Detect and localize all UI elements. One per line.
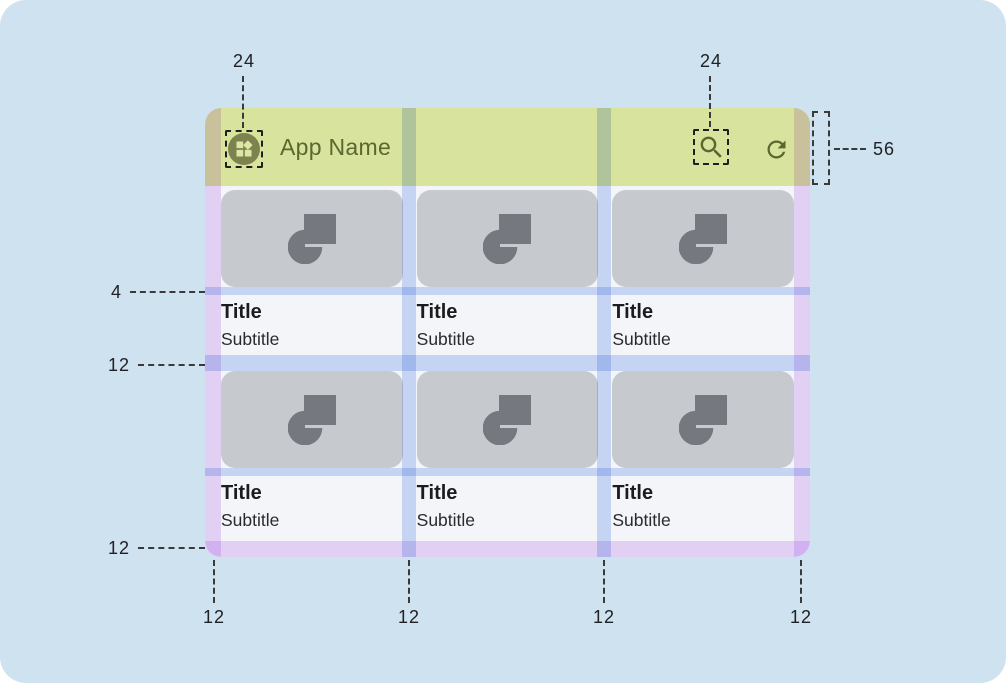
logo-measure-box [225,130,263,168]
card-subtitle: Subtitle [416,329,476,349]
image-placeholder-icon [483,394,532,445]
card[interactable]: Title Subtitle [416,190,599,355]
widgets-icon [228,133,260,165]
card-image-placeholder [416,371,599,468]
leader-line [834,148,866,150]
card-title: Title [612,482,654,504]
annotation-bottom-margin-left: 12 [107,538,130,558]
leader-line [800,560,802,603]
margin-overlay-bottom [205,541,810,557]
search-icon[interactable] [697,133,726,162]
image-placeholder-icon [679,213,728,264]
card-text-block: Title Subtitle [612,295,794,355]
card-image-placeholder [612,190,794,287]
image-placeholder-icon [287,213,336,264]
leader-line [130,291,205,293]
leader-line [603,560,605,603]
card-text-block: Title Subtitle [417,476,599,536]
image-placeholder-icon [483,213,532,264]
card-text-block: Title Subtitle [221,476,403,536]
annotation-margin-1: 12 [202,607,226,627]
leader-line [213,560,215,603]
annotation-row-gap: 12 [107,355,130,375]
card-image-placeholder [221,190,403,287]
card[interactable]: Title Subtitle [612,371,794,536]
search-measure-box [693,129,729,165]
leader-line [138,547,205,549]
annotation-appbar-height: 56 [873,139,896,159]
annotation-margin-3: 12 [592,607,616,627]
app-bar: App Name [205,108,810,186]
card[interactable]: Title Subtitle [221,371,403,536]
leader-line [408,560,410,603]
card-grid: Title Subtitle Title Subtitle [221,190,794,536]
card-image-placeholder [221,371,403,468]
card-text-block: Title Subtitle [417,295,599,355]
card-subtitle: Subtitle [612,329,671,349]
appbar-height-bracket [812,111,830,185]
annotation-margin-2: 12 [397,607,421,627]
annotation-image-text-gap: 4 [110,282,122,302]
leader-line [709,76,711,127]
annotation-margin-4: 12 [789,607,813,627]
card-image-placeholder [416,190,599,287]
refresh-icon[interactable] [761,134,791,164]
leader-line [242,76,244,128]
card[interactable]: Title Subtitle [416,371,599,536]
annotation-logo-size: 24 [232,51,256,71]
app-title: App Name [280,133,392,160]
image-placeholder-icon [287,394,336,445]
card-subtitle: Subtitle [221,329,280,349]
card-subtitle: Subtitle [221,510,280,530]
annotation-search-size: 24 [699,51,723,71]
app-mockup: App Name [205,108,810,557]
card-title: Title [416,301,458,323]
card-image-placeholder [612,371,794,468]
leader-line [138,364,205,366]
image-placeholder-icon [679,394,728,445]
card-title: Title [416,482,458,504]
card-subtitle: Subtitle [612,510,671,530]
card-subtitle: Subtitle [416,510,476,530]
card-text-block: Title Subtitle [612,476,794,536]
card-title: Title [221,482,262,504]
card[interactable]: Title Subtitle [612,190,794,355]
card-title: Title [612,301,654,323]
card[interactable]: Title Subtitle [221,190,403,355]
card-title: Title [221,301,262,323]
card-text-block: Title Subtitle [221,295,403,355]
